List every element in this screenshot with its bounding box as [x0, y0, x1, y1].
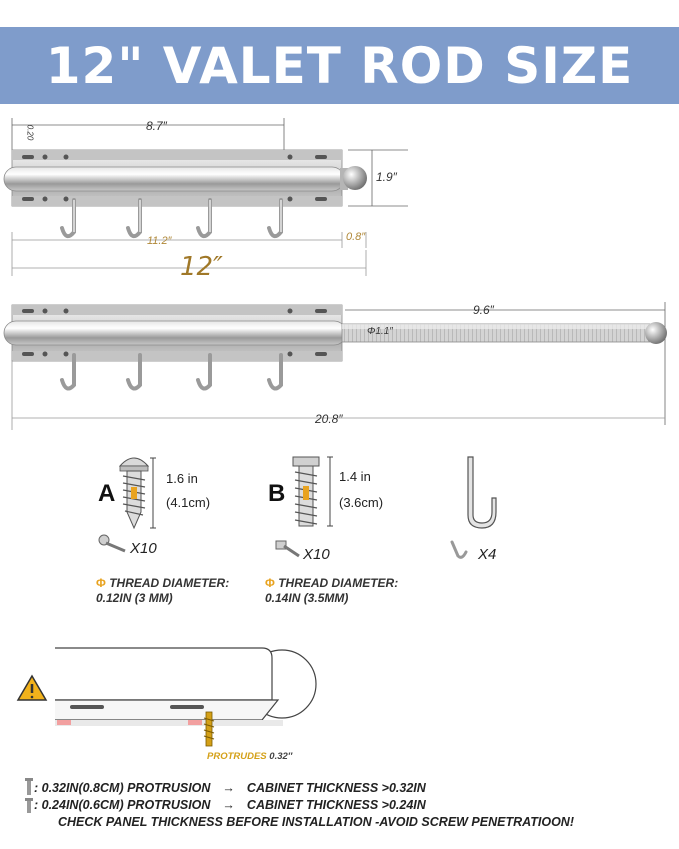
collapsed-rod: [3, 118, 408, 276]
note-warning-text: CHECK PANEL THICKNESS BEFORE INSTALLATIO…: [58, 815, 574, 829]
notes-screw-icons: [25, 778, 33, 813]
screw-b-count: X10: [303, 546, 330, 563]
screw-b-length-cm: (3.6cm): [339, 495, 384, 510]
dim-width-inner: 11.2″: [147, 235, 172, 247]
screw-b-length-in: 1.4 in: [339, 469, 371, 484]
end-ball: [343, 166, 367, 190]
thread-diameter-icon: Φ: [96, 576, 106, 590]
protrudes-label: PROTRUDES 0.32″: [207, 751, 293, 762]
screw-b: [275, 456, 333, 558]
dim-extension: 9.6″: [473, 303, 494, 317]
hook-piece: [450, 456, 497, 559]
thread-diameter-icon: Φ: [265, 576, 275, 590]
end-ball: [645, 322, 667, 344]
page-title: 12" VALET ROD SIZE: [45, 36, 634, 95]
screw-a: [98, 457, 156, 553]
extended-rod: [3, 302, 667, 430]
note-row: : 0.24IN(0.6CM) PROTRUSION → CABINET THI…: [34, 798, 426, 812]
screw-b-thread: Φ THREAD DIAMETER: 0.14IN (3.5MM): [265, 576, 399, 605]
screw-a-thread: Φ THREAD DIAMETER: 0.12IN (3 MM): [96, 576, 230, 605]
note-row: : 0.32IN(0.8CM) PROTRUSION → CABINET THI…: [34, 781, 426, 795]
title-banner: 12" VALET ROD SIZE: [0, 27, 679, 104]
installation-notes: : 0.32IN(0.8CM) PROTRUSION → CABINET THI…: [20, 780, 574, 831]
dim-vertical-small: 0.20: [25, 124, 35, 141]
screw-a-length-cm: (4.1cm): [166, 495, 211, 510]
dim-width-top: 8.7″: [146, 119, 167, 133]
dim-total-collapsed: 12″: [180, 252, 223, 282]
screw-a-count: X10: [130, 540, 157, 557]
dim-total-extended: 20.8″: [315, 412, 343, 426]
screw-a-length-in: 1.6 in: [166, 471, 198, 486]
screw-b-letter: B: [268, 480, 286, 507]
installation-warning: [16, 647, 317, 747]
hook-count: X4: [478, 546, 497, 563]
dim-height: 1.9″: [376, 170, 397, 184]
dim-rod-diameter: Φ1.1″: [367, 326, 393, 337]
dim-end-cap: 0.8″: [346, 231, 366, 243]
screw-a-letter: A: [98, 480, 116, 507]
